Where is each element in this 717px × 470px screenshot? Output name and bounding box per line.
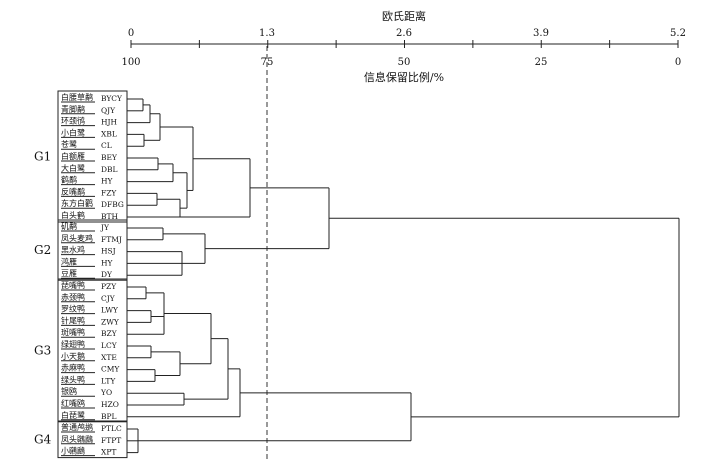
- species-code: HZO: [101, 400, 119, 409]
- top-tick-4: 5.2: [670, 28, 686, 39]
- species-name: 斑嘴鸭: [61, 327, 85, 337]
- species-name: 鹤鹬: [61, 175, 77, 185]
- species-name: 白琵鹭: [61, 410, 85, 420]
- species-name: 小天鹅: [61, 351, 85, 361]
- group-box-g2: [57, 219, 128, 281]
- species-code: BTH: [101, 212, 119, 221]
- group-boxes: G1 白腰草鹬 BYCY 青脚鹬 QJY 环颈鸻 HJH 小白鹭 XBL 苍鹭 CL 白额雁 BEY 大白…: [34, 90, 128, 459]
- species-name: 白额雁: [61, 151, 85, 161]
- bottom-tick-3: 25: [535, 57, 548, 68]
- species-code: XBL: [101, 129, 117, 138]
- group-box-g3: [57, 278, 128, 423]
- species-name: 反嘴鹬: [61, 186, 85, 196]
- species-name: 凤头鸊鷉: [61, 434, 93, 444]
- species-code: QJY: [101, 106, 116, 115]
- species-code: CMY: [101, 365, 120, 374]
- species-code: LTY: [101, 376, 116, 385]
- species-code: PZY: [101, 282, 117, 291]
- species-code: XTE: [101, 353, 117, 362]
- species-name: 东方白鹳: [61, 198, 93, 208]
- bottom-tick-4: 0: [675, 57, 681, 68]
- top-axis: 欧氏距离 0 1.3 2.6 3.9 5.2: [128, 9, 686, 48]
- dendrogram-branches: [127, 98, 680, 454]
- species-code: ZWY: [101, 317, 120, 326]
- top-tick-1: 1.3: [259, 28, 275, 39]
- species-code: CJY: [101, 294, 116, 303]
- species-name: 针尾鸭: [61, 315, 85, 325]
- group-box-g4: [57, 420, 128, 459]
- species-code: BPL: [101, 412, 117, 421]
- group-box-g1: [57, 90, 128, 223]
- group-label: G4: [34, 432, 52, 446]
- species-name: 白腰草鹬: [61, 92, 93, 102]
- species-name: 环颈鸻: [61, 116, 85, 126]
- species-name: 鸿雁: [61, 256, 77, 266]
- species-name: 银鸥: [61, 386, 77, 396]
- species-name: 绿翅鸭: [61, 339, 85, 349]
- axis-ticks: [130, 40, 679, 48]
- species-code: BZY: [101, 329, 118, 338]
- species-code: FTPT: [101, 436, 121, 445]
- species-name: 红嘴鸥: [61, 398, 85, 408]
- species-code: BEY: [101, 153, 118, 162]
- species-name: 苍鹭: [61, 139, 77, 149]
- species-code: JY: [100, 223, 110, 232]
- species-name: 白头鹤: [61, 210, 85, 220]
- species-code: PTLC: [101, 424, 122, 433]
- bottom-axis-title: 信息保留比例/%: [364, 70, 444, 84]
- species-code: CL: [101, 141, 112, 150]
- group-label: G1: [34, 150, 51, 164]
- top-axis-title: 欧氏距离: [382, 9, 426, 23]
- species-code: DFBG: [101, 200, 124, 209]
- species-name: 凤头麦鸡: [61, 233, 93, 243]
- top-tick-2: 2.6: [396, 28, 412, 39]
- species-name: 青脚鹬: [61, 104, 85, 114]
- species-name: 琵嘴鸭: [61, 280, 85, 290]
- bottom-tick-0: 100: [121, 57, 140, 68]
- species-name: 大白鹭: [61, 163, 85, 173]
- bottom-tick-2: 50: [398, 57, 411, 68]
- species-code: DBL: [101, 165, 118, 174]
- species-code: HY: [101, 177, 114, 186]
- group-label: G2: [34, 243, 51, 257]
- species-code: HY: [101, 258, 114, 267]
- species-name: 矶鹬: [61, 221, 77, 231]
- species-code: HSJ: [101, 247, 116, 256]
- species-code: DY: [101, 270, 113, 279]
- species-name: 赤麻鸭: [61, 363, 85, 373]
- top-tick-0: 0: [128, 28, 134, 39]
- species-name: 小鸊鷉: [61, 446, 85, 456]
- species-code: HJH: [101, 118, 118, 127]
- bottom-axis: 100 75 50 25 0 信息保留比例/%: [121, 57, 681, 84]
- species-code: YO: [100, 388, 112, 397]
- top-tick-3: 3.9: [533, 28, 549, 39]
- group-label: G3: [34, 343, 51, 357]
- species-name: 豆雁: [61, 269, 77, 278]
- species-name: 小白鹭: [61, 127, 85, 137]
- species-code: LCY: [101, 341, 118, 350]
- species-name: 罗纹鸭: [61, 304, 85, 314]
- species-name: 绿头鸭: [61, 374, 85, 384]
- species-name: 黑水鸡: [61, 245, 85, 255]
- species-name: 普通鸬鹚: [61, 422, 93, 432]
- species-code: LWY: [101, 306, 119, 315]
- species-name: 赤颈鸭: [61, 292, 85, 302]
- species-code: XPT: [101, 448, 116, 457]
- species-code: BYCY: [101, 94, 123, 103]
- species-code: FZY: [101, 188, 117, 197]
- species-code: FTMJ: [101, 235, 122, 244]
